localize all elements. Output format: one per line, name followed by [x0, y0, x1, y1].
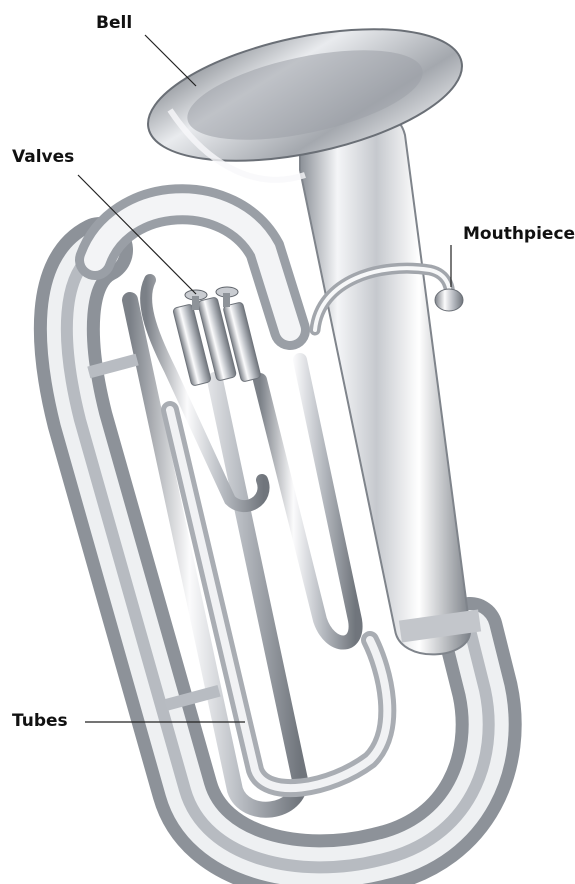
mouthpiece-cup [435, 289, 463, 311]
inner-tube-3 [260, 360, 356, 643]
bell-label: Bell [96, 13, 132, 33]
bell-leader [145, 35, 196, 86]
tuba-illustration [67, 5, 489, 867]
tubes-label: Tubes [12, 711, 68, 731]
mouthpiece-label: Mouthpiece [463, 224, 575, 244]
valve-cluster [173, 287, 262, 386]
valves-label: Valves [12, 147, 74, 167]
main-body [300, 103, 470, 655]
